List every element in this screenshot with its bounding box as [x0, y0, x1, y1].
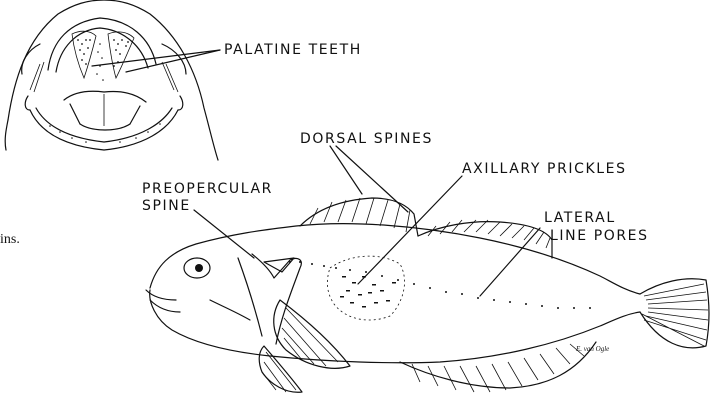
caudal-fin — [640, 279, 709, 348]
mouth-inset-drawing — [5, 0, 218, 160]
label-axillary-prickles: AXILLARY PRICKLES — [462, 161, 627, 177]
anal-fin — [400, 342, 596, 392]
spiny-dorsal-fin — [300, 198, 418, 236]
label-line-pores: LINE PORES — [550, 228, 649, 244]
artist-signature: E. van Ogle — [575, 345, 609, 353]
lateral-line-pores — [289, 261, 591, 309]
label-lateral: LATERAL — [544, 210, 616, 226]
leader-preopercular — [194, 210, 254, 258]
pelvic-fin — [259, 346, 302, 392]
axillary-prickles-patch — [327, 256, 404, 320]
leader-palatine-right — [126, 50, 220, 72]
leader-dorsal-1 — [330, 146, 362, 194]
label-palatine-teeth: PALATINE TEETH — [224, 42, 362, 58]
label-spine: SPINE — [142, 198, 191, 214]
palatine-teeth-patches — [72, 31, 134, 78]
cropped-text-fragment: ins. — [0, 232, 20, 248]
leader-axillary — [358, 176, 462, 284]
leader-lateral-line — [480, 228, 540, 296]
label-preopercular: PREOPERCULAR — [142, 181, 273, 197]
label-dorsal-spines: DORSAL SPINES — [300, 131, 433, 147]
